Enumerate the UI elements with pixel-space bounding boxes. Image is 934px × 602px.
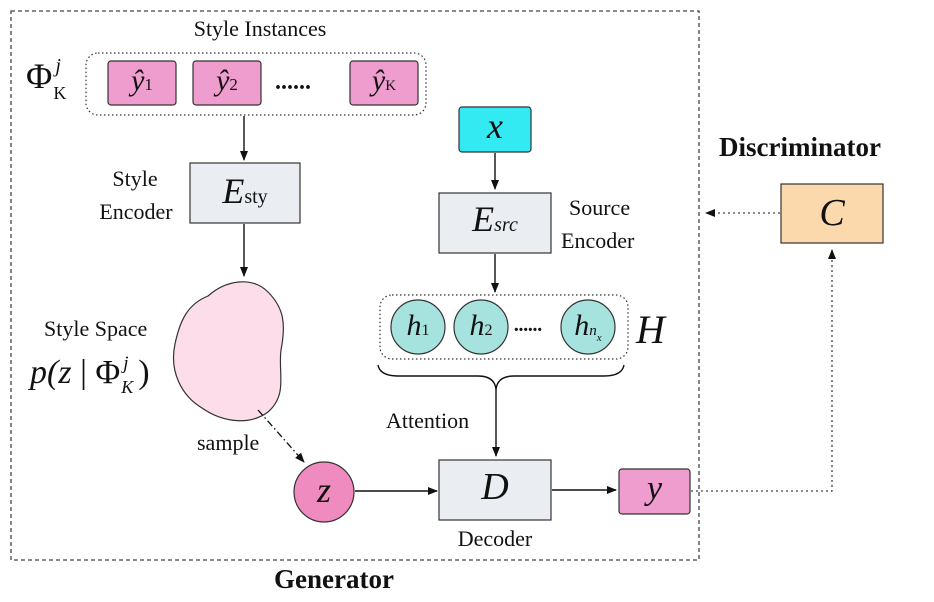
style-space-label: Style Space	[44, 316, 148, 341]
output-box	[618, 468, 691, 515]
arrow-output-to-discriminator	[691, 249, 836, 492]
style-encoder-label-line1: Style	[112, 166, 158, 191]
source-encoder-box	[438, 192, 552, 254]
attention-label: Attention	[386, 408, 470, 433]
style-encoder-label-line2: Encoder	[99, 199, 173, 224]
hidden-state-n: hnx	[574, 309, 602, 344]
hidden-states-group	[379, 294, 629, 360]
style-instances-group	[85, 52, 427, 116]
discriminator-symbol: C	[819, 192, 845, 234]
style-instance-box-2	[192, 60, 262, 106]
style-encoder-symbol: Esty	[222, 171, 268, 211]
style-instance-box-k	[349, 60, 419, 106]
source-input-box	[458, 106, 532, 153]
decoder-symbol: D	[481, 466, 509, 508]
decoder-box	[438, 459, 552, 521]
sample-label: sample	[197, 430, 260, 455]
style-instance-k: ŷK	[371, 64, 397, 97]
style-instance-2: ŷ2	[216, 64, 238, 97]
source-encoder-label-line1: Source	[569, 195, 631, 220]
hidden-state-2: h2	[469, 309, 493, 342]
arrow-sample-to-z	[257, 409, 305, 463]
style-instances-title: Style Instances	[193, 16, 327, 41]
style-encoder-box	[189, 162, 301, 224]
source-encoder-symbol: Esrc	[472, 199, 518, 239]
discriminator-box	[780, 183, 884, 244]
hidden-state-circle-2	[453, 299, 509, 355]
hidden-state-circle-1	[390, 299, 446, 355]
style-instance-box-1	[107, 60, 177, 106]
latent-z: z	[316, 470, 331, 510]
hidden-state-1: h1	[406, 309, 430, 342]
hidden-states-ellipsis: ······	[513, 319, 543, 341]
source-encoder-label-line2: Encoder	[561, 228, 635, 253]
decoder-label: Decoder	[457, 526, 533, 551]
output-y: y	[646, 470, 663, 507]
attention-brace	[377, 364, 625, 391]
generator-box	[10, 10, 700, 561]
style-instances-ellipsis: ······	[274, 75, 312, 101]
source-input: x	[487, 106, 503, 146]
generator-title: Generator	[274, 564, 394, 594]
latent-z-circle	[293, 461, 355, 523]
hidden-states-label: H	[636, 307, 665, 352]
hidden-state-circle-n	[560, 299, 616, 355]
discriminator-title: Discriminator	[719, 132, 881, 162]
style-space-blob	[173, 281, 285, 422]
style-instance-1: ŷ1	[131, 64, 153, 97]
